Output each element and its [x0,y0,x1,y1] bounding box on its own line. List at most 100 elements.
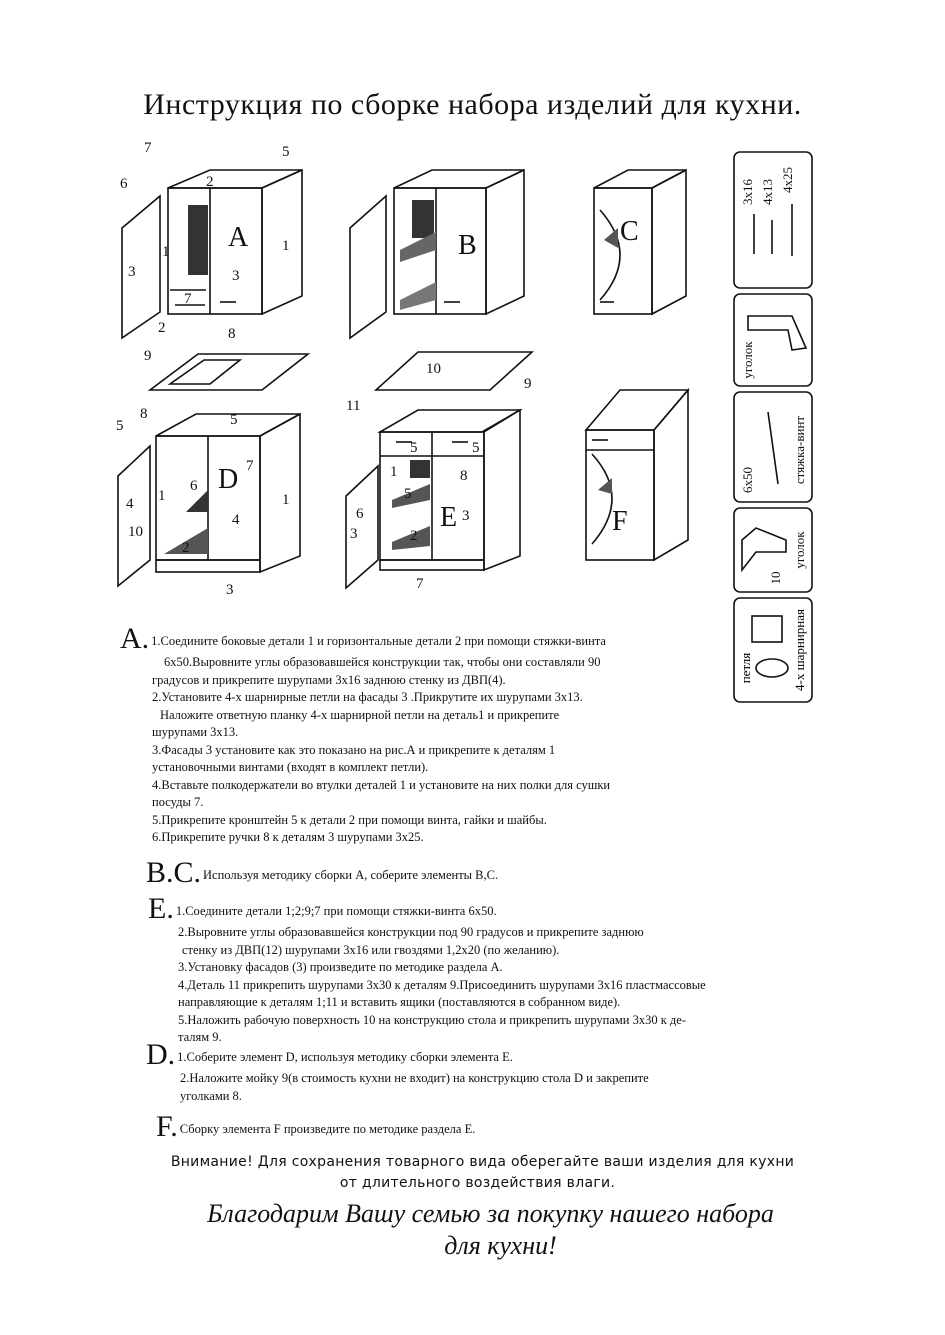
part-label: 3 [462,508,470,524]
instruction-line: Используя методику сборки А, соберите эл… [203,868,499,882]
part-label: 6 [120,176,128,192]
part-label: 1 [282,492,290,508]
part-label: 5 [230,412,238,428]
part-label: 3 [128,264,136,280]
thanks-line: для кухни! [444,1231,557,1260]
part-label: 8 [460,468,468,484]
part-label: 4 [232,512,240,528]
corner-label: уголок [740,341,755,379]
hinge-type-label: 4-х шарнирная [792,609,807,691]
part-label: 7 [416,576,424,592]
figure-letter: F [612,506,628,537]
cabinet-d [117,412,301,588]
part-label: 7 [144,140,152,156]
part-label: 7 [246,458,254,474]
hinge-label: петля [738,653,753,684]
instruction-line: посуды 7. [152,795,204,809]
part-label: 3 [226,582,234,598]
part-label: 11 [346,398,360,414]
instruction-line: 5.Прикрепите кронштейн 5 к детали 2 при … [152,812,547,827]
tie-size-label: 6x50 [740,467,755,493]
cabinet-b [349,168,525,340]
part-label: 6 [356,506,364,522]
thanks-line: Благодарим Вашу семью за покупку нашего … [207,1199,774,1228]
section-letter: D. [146,1038,176,1071]
figure-letter: A [228,222,249,253]
cabinet-e [345,408,523,590]
part-label: 5 [410,440,418,456]
part-label: 3 [350,526,358,542]
part-label: 2 [182,540,190,556]
warning-line: Внимание! Для сохранения товарного вида … [170,1154,795,1170]
section-letter: F. [156,1110,178,1143]
cabinet-f [584,387,690,562]
cabinet-a [121,168,303,340]
figure-letter: C [620,216,639,247]
part-label: 5 [116,418,124,434]
hardware-panel [733,151,813,593]
thanks-block: Благодарим Вашу семью за покупку нашего … [18,1198,945,1262]
part-label: 1 [158,488,166,504]
instruction-line: 3.Фасады 3 установите как это показано н… [152,742,556,757]
section-d: D.1.Соберите элемент D, используя методи… [146,1040,649,1105]
instruction-line: талям 9. [178,1030,222,1044]
assembly-diagrams: A 7 5 6 2 1 3 1 3 7 2 8 B C 9 10 [116,140,813,598]
instruction-line: уголками 8. [180,1088,242,1103]
part-label: 5 [472,440,480,456]
screw-size-label: 3x16 [740,179,755,206]
worktop [373,351,535,391]
part-label: 4 [126,496,134,512]
section-letter: E. [148,892,174,925]
screw-size-label: 4x25 [780,167,795,193]
warning-block: Внимание! Для сохранения товарного вида … [0,1152,945,1194]
figure-letter: B [458,230,477,261]
warning-line: от длительного воздействия влаги. [339,1175,616,1191]
part-label: 8 [228,326,236,342]
figure-letter: E [440,502,457,533]
part-label: 10 [128,524,143,540]
instruction-line: 4.Деталь 11 прикрепить шурупами 3х30 к д… [178,977,706,992]
section-f: F.Сборку элемента F произведите по метод… [156,1112,475,1142]
part-label: 10 [426,361,441,377]
instruction-line: градусов и прикрепите шурупами 3х16 задн… [152,672,506,687]
section-bc: B.C.Используя методику сборки А, соберит… [146,858,498,888]
part-label: 1 [282,238,290,254]
part-label: 9 [144,348,152,364]
screw-size-label: 4x13 [760,179,775,205]
instruction-line: Наложите ответную планку 4-х шарнирной п… [160,707,560,722]
section-a: A.1.Соедините боковые детали 1 и горизон… [120,624,610,847]
instruction-line: 2.Выровните углы образовавшейся конструк… [178,925,644,939]
part-label: 1 [390,464,398,480]
instruction-line: 5.Наложить рабочую поверхность 10 на кон… [178,1012,687,1027]
corner-size-label: 10 [768,572,783,585]
part-label: 6 [190,478,198,494]
part-label: 5 [282,144,290,160]
instruction-line: 3.Установку фасадов (3) произведите по м… [178,960,503,974]
instruction-line: установочными винтами (входят в комплект… [152,760,429,774]
section-letter: A. [120,622,150,655]
section-letter: B.C. [146,856,202,889]
instruction-line: Сборку элемента F произведите по методик… [179,1122,476,1136]
instruction-line: 4.Вставьте полкодержатели во втулки дета… [152,777,611,792]
figure-letter: D [218,464,238,495]
instruction-line: стенку из ДВП(12) шурупами 3х16 или гвоз… [182,942,560,957]
instruction-line: направляющие к деталям 1;11 и вставить я… [178,995,621,1009]
tie-label: стяжка-винт [792,416,807,485]
instruction-line: 1.Соедините детали 1;2;9;7 при помощи ст… [175,904,497,918]
instruction-line: 6.Прикрепите ручки 8 к деталям 3 шурупам… [152,830,424,844]
instruction-line: 6х50.Выровните углы образовавшейся конст… [164,655,601,669]
part-label: 3 [232,268,240,284]
instruction-line: 1.Соберите элемент D, используя методику… [177,1050,513,1064]
section-e: E.1.Соедините детали 1;2;9;7 при помощи … [148,894,706,1047]
part-label: 5 [404,486,412,502]
instruction-line: 2.Наложите мойку 9(в стоимость кухни не … [180,1071,649,1085]
part-label: 2 [206,174,214,190]
instruction-line: 1.Соедините боковые детали 1 и горизонта… [151,634,606,648]
corner-label: уголок [792,531,807,569]
cabinet-c [593,168,687,316]
part-label: 9 [524,376,532,392]
instruction-line: 2.Установите 4-х шарнирные петли на фаса… [152,690,583,704]
part-label: 2 [410,528,418,544]
page-title: Инструкция по сборке набора изделий для … [143,88,802,121]
part-label: 8 [140,406,148,422]
